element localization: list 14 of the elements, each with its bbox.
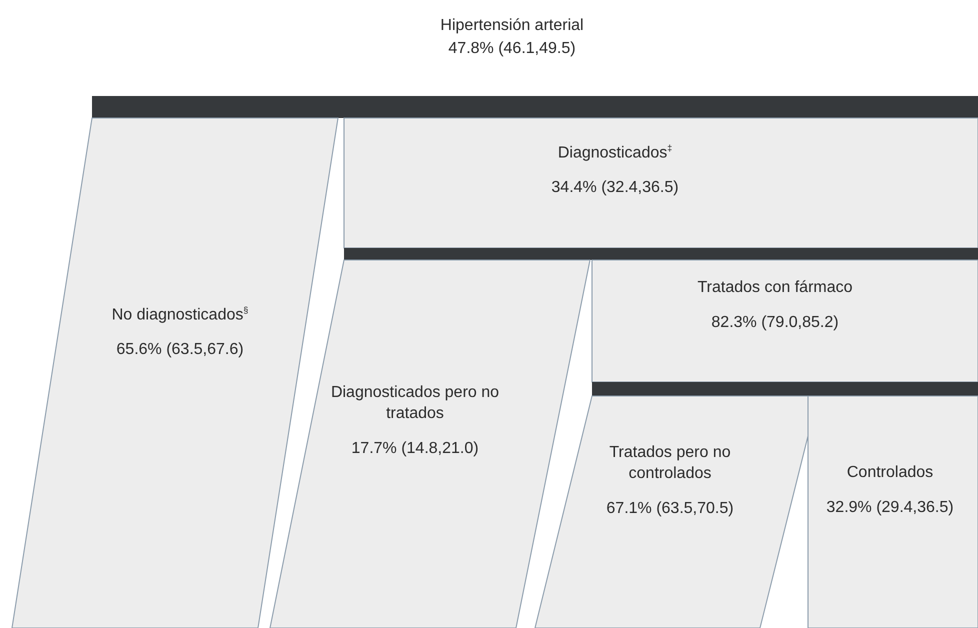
percentage-label: 67.1% (63.5,70.5) — [605, 498, 735, 519]
percentage-label: 17.7% (14.8,21.0) — [350, 438, 480, 459]
category-label: Diagnosticados pero no tratados — [330, 383, 500, 424]
percentage-label: 65.6% (63.5,67.6) — [115, 340, 245, 360]
percentage-label: 82.3% (79.0,85.2) — [710, 312, 840, 333]
percentage-label: 47.8% (46.1,49.5) — [447, 38, 577, 59]
category-label: Tratados pero no controlados — [608, 443, 732, 484]
category-label: Tratados con fármaco — [696, 278, 854, 298]
percentage-label: 34.4% (32.4,36.5) — [550, 178, 680, 198]
category-label: Hipertensión arterial — [439, 16, 585, 36]
category-label: Diagnosticados$^{‡}$ — [556, 143, 674, 164]
percentage-label: 32.9% (29.4,36.5) — [825, 498, 955, 518]
category-label: No diagnosticados$^{§}$ — [110, 305, 250, 326]
category-label: Controlados — [846, 463, 934, 483]
